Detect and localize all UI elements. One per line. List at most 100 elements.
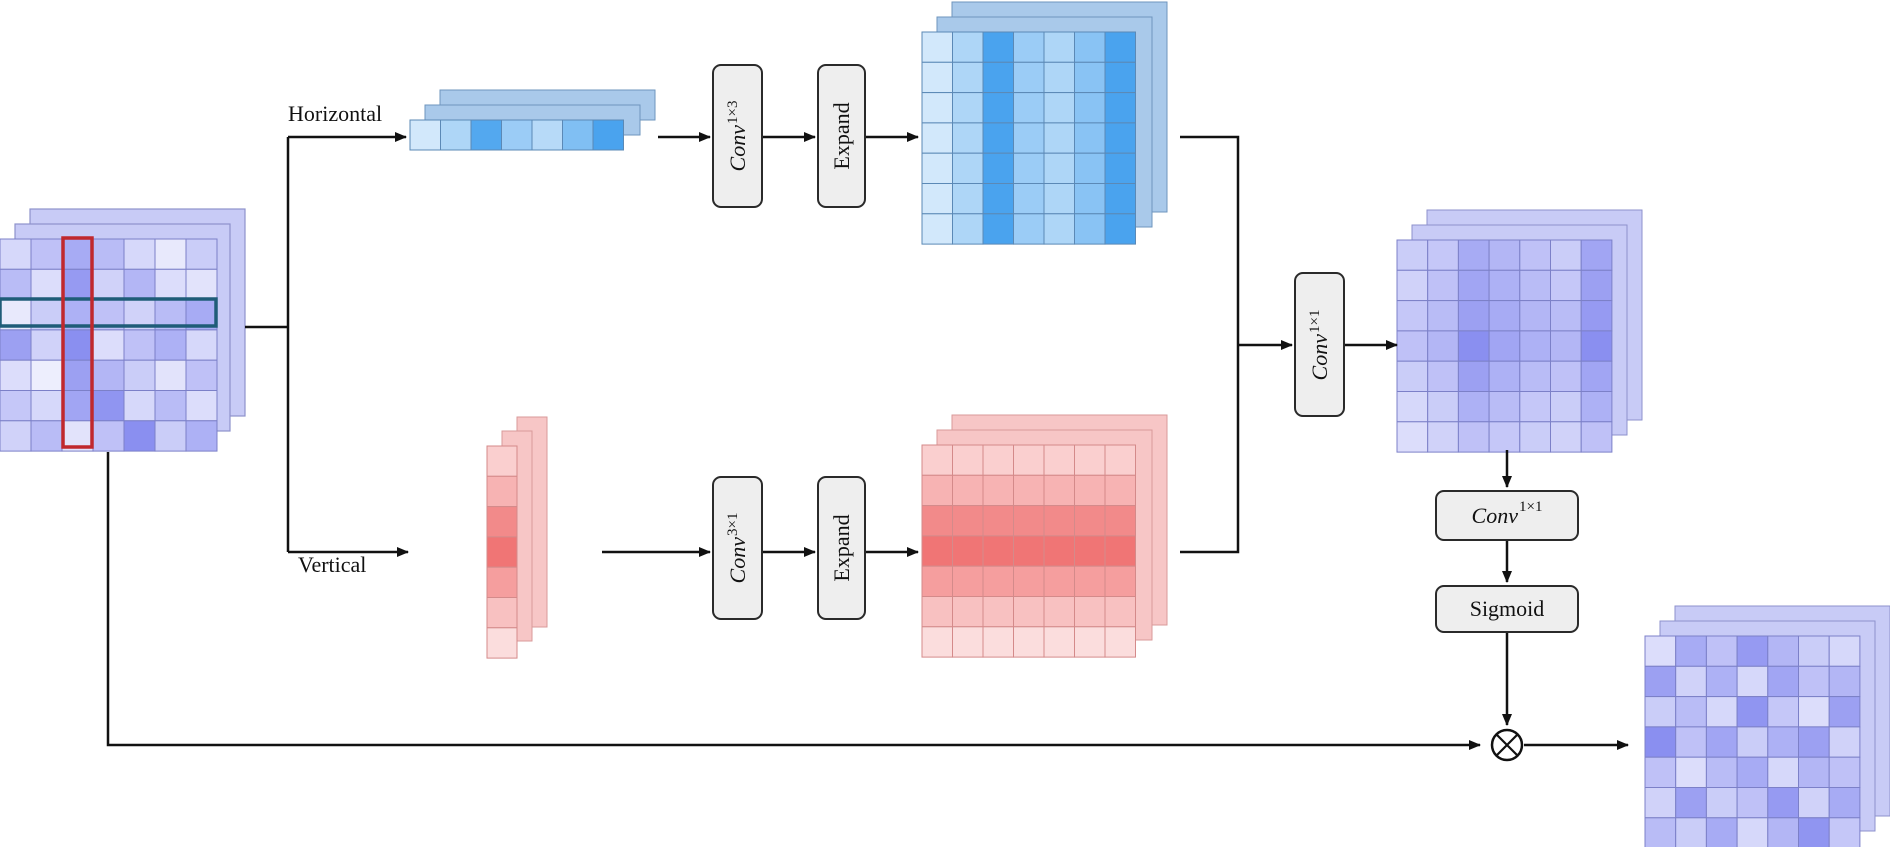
- grid-cell: [1043, 474, 1075, 507]
- grid-cell: [1736, 635, 1769, 667]
- grid-cell: [1104, 122, 1136, 154]
- horizontal-strip-cells: [409, 119, 624, 151]
- grid-cell: [921, 152, 953, 184]
- grid-cell: [1828, 696, 1861, 728]
- grid-cell: [982, 565, 1014, 598]
- grid-cell: [982, 61, 1014, 94]
- grid-cell: [982, 183, 1014, 215]
- grid-cell: [409, 119, 441, 151]
- grid-cell: [1519, 269, 1552, 302]
- grid-cell: [123, 268, 156, 301]
- grid-cell: [1013, 31, 1045, 63]
- blue-to-merge: [1180, 135, 1240, 554]
- grid-cell: [1675, 817, 1707, 847]
- grid-cell: [952, 626, 984, 658]
- grid-cell: [486, 627, 518, 659]
- grid-cell: [1104, 183, 1136, 215]
- grid-cell: [1013, 565, 1045, 598]
- grid-cell: [0, 390, 32, 422]
- grid-cell: [952, 183, 984, 215]
- grid-cell: [982, 213, 1014, 245]
- grid-cell: [952, 122, 984, 154]
- grid-cell: [1013, 505, 1045, 537]
- grid-cell: [1644, 756, 1677, 789]
- grid-cell: [185, 268, 218, 301]
- grid-cell: [30, 390, 63, 422]
- grid-cell: [1013, 444, 1045, 476]
- grid-cell: [1457, 421, 1490, 453]
- grid-cell: [486, 536, 518, 568]
- grid-cell: [1013, 61, 1045, 94]
- grid-cell: [1705, 665, 1738, 698]
- grid-cell: [952, 92, 984, 124]
- grid-cell: [1705, 635, 1738, 667]
- grid-cell: [952, 474, 984, 507]
- grid-cell: [1798, 696, 1830, 728]
- grid-cell: [1104, 535, 1136, 567]
- grid-cell: [1013, 92, 1045, 124]
- grid-cell: [154, 359, 187, 392]
- grid-cell: [1013, 122, 1045, 154]
- grid-cell: [1043, 183, 1075, 215]
- grid-cell: [1580, 421, 1613, 453]
- grid-cell: [1013, 213, 1045, 245]
- grid-cell: [1798, 817, 1830, 847]
- grid-cell: [1644, 665, 1677, 698]
- grid-cell: [1488, 330, 1521, 362]
- grid-cell: [1074, 61, 1106, 94]
- grid-cell: [1457, 269, 1490, 302]
- grid-cell: [1043, 535, 1075, 567]
- grid-cell: [1488, 300, 1521, 332]
- grid-cell: [1767, 696, 1800, 728]
- grid-cell: [123, 238, 156, 270]
- grid-cell: [921, 535, 953, 567]
- grid-cell: [1736, 696, 1769, 728]
- grid-cell: [921, 596, 953, 628]
- vertical-strip-cells: [486, 445, 518, 659]
- grid-cell: [982, 596, 1014, 628]
- grid-cell: [1519, 421, 1552, 453]
- grid-cell: [952, 31, 984, 63]
- grid-cell: [1074, 596, 1106, 628]
- grid-cell: [92, 238, 125, 270]
- grid-cell: [952, 505, 984, 537]
- grid-cell: [1043, 61, 1075, 94]
- grid-cell: [1488, 269, 1521, 302]
- grid-cell: [30, 420, 63, 452]
- grid-cell: [1104, 474, 1136, 507]
- fused-grid: [1396, 239, 1613, 453]
- grid-cell: [952, 565, 984, 598]
- grid-cell: [1043, 92, 1075, 124]
- grid-cell: [1457, 330, 1490, 362]
- grid-cell: [1427, 391, 1459, 423]
- multiply-cross: [1495, 733, 1519, 757]
- vertical-strip: [486, 416, 548, 659]
- grid-cell: [30, 359, 63, 392]
- grid-cell: [921, 444, 953, 476]
- grid-cell: [1675, 756, 1707, 789]
- grid-cell: [92, 329, 125, 361]
- grid-cell: [1013, 596, 1045, 628]
- grid-cell: [1043, 31, 1075, 63]
- grid-cell: [1104, 565, 1136, 598]
- skip-connection: [106, 452, 1481, 750]
- expanded-horizontal-grid: [921, 31, 1136, 245]
- row-highlight: [0, 297, 218, 328]
- grid-cell: [1104, 61, 1136, 94]
- grid-cell: [1644, 726, 1677, 758]
- conv-1x3-block: Conv1×3: [712, 64, 763, 208]
- grid-cell: [1074, 31, 1106, 63]
- grid-cell: [1427, 239, 1459, 271]
- grid-cell: [1828, 787, 1861, 819]
- grid-cell: [1798, 635, 1830, 667]
- grid-cell: [154, 329, 187, 361]
- grid-cell: [1705, 787, 1738, 819]
- grid-cell: [1074, 474, 1106, 507]
- grid-cell: [1550, 239, 1582, 271]
- conv-3x1-block: Conv3×1: [712, 476, 763, 620]
- grid-cell: [1104, 92, 1136, 124]
- grid-cell: [982, 474, 1014, 507]
- grid-cell: [486, 566, 518, 599]
- expand-vertical-block: Expand: [817, 476, 866, 620]
- grid-cell: [1580, 360, 1613, 393]
